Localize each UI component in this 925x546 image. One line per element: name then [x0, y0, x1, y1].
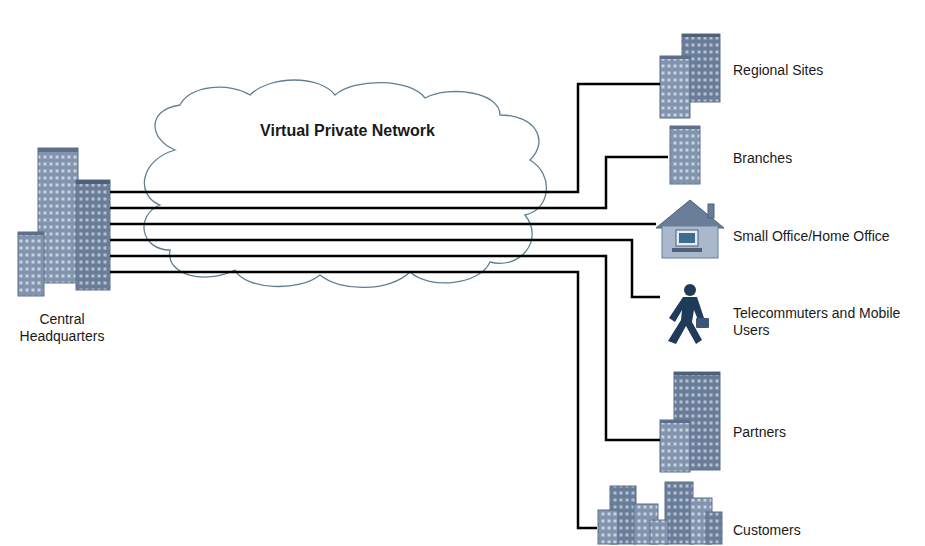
branch-building	[670, 126, 700, 184]
site-node: Regional Sites	[660, 34, 918, 118]
vpn-link	[110, 157, 668, 208]
headquarters-building	[18, 148, 110, 296]
site-node: Telecommuters and Mobile Users	[660, 282, 918, 346]
node-label: Branches	[733, 150, 912, 167]
customer-buildings	[598, 482, 722, 544]
node-label: Regional Sites	[733, 62, 912, 79]
home-office-house	[656, 200, 724, 258]
partner-building	[660, 372, 720, 472]
node-label: Small Office/Home Office	[733, 228, 912, 245]
headquarters-node: Central Headquarters	[14, 145, 110, 345]
node-label: Virtual Private Network	[150, 121, 545, 140]
node-label: Partners	[733, 424, 912, 441]
vpn-link	[110, 272, 597, 528]
node-label: Customers	[733, 522, 912, 539]
node-label: Central Headquarters	[4, 311, 120, 345]
vpn-link	[110, 223, 656, 226]
mobile-user-figure	[668, 284, 709, 344]
site-node: Partners	[660, 370, 918, 472]
vpn-cloud-node: Virtual Private Network	[150, 100, 545, 285]
site-node: Small Office/Home Office	[656, 200, 918, 260]
regional-building	[660, 34, 720, 118]
vpn-link	[110, 84, 660, 192]
site-node: Branches	[668, 124, 918, 186]
node-label: Telecommuters and Mobile Users	[733, 305, 912, 339]
site-node: Customers	[597, 480, 918, 544]
